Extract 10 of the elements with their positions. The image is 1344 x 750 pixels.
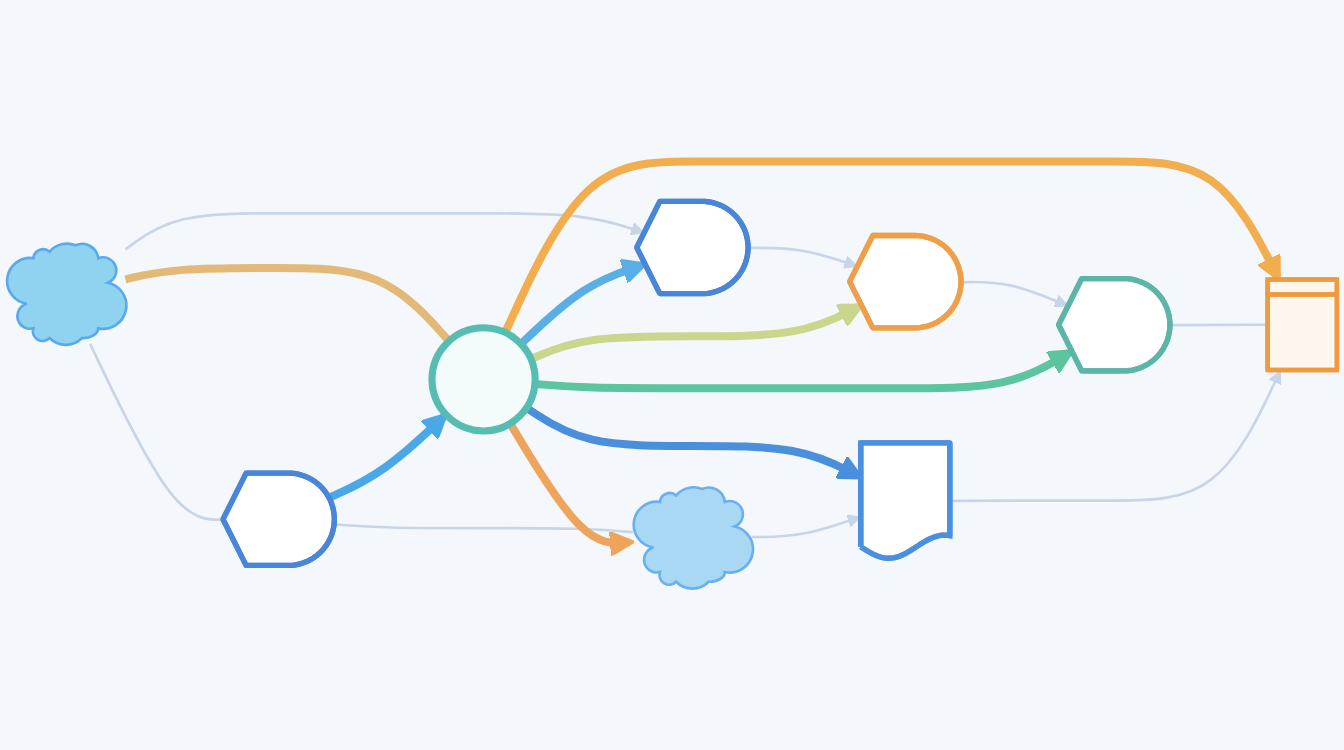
connector [1170, 323, 1268, 327]
node-cloud [5, 242, 128, 347]
arrow [961, 280, 1069, 308]
node-circle [428, 324, 539, 435]
arrow [327, 412, 449, 502]
connector [88, 343, 224, 521]
node-cloud [632, 486, 755, 590]
arrow [748, 246, 858, 269]
arrow [950, 370, 1282, 503]
arrow [124, 212, 645, 251]
